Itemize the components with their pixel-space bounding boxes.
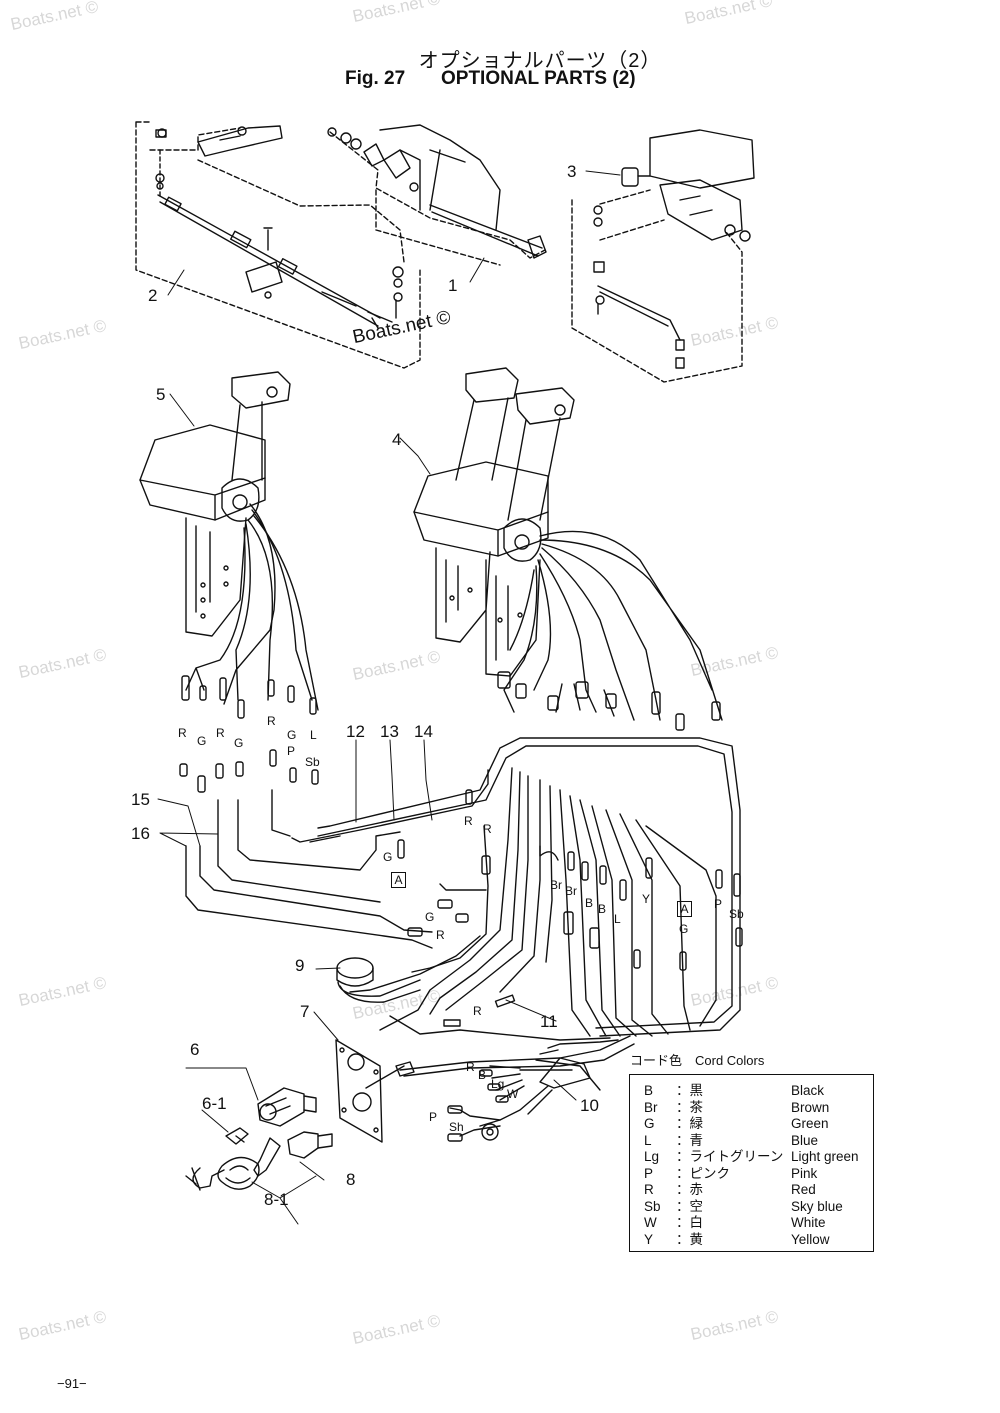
callout-6-1: 6-1	[202, 1094, 227, 1113]
part-5-single-lever-remote-control	[139, 371, 319, 711]
wire-label: B	[585, 896, 594, 910]
wire-label: Br	[550, 878, 562, 892]
callout-14: 14	[414, 722, 433, 741]
wire-label: R	[466, 1060, 475, 1074]
figure-title: OPTIONAL PARTS (2)	[441, 68, 636, 89]
part-4-dual-lever-remote-control	[413, 367, 723, 721]
page-number: −91−	[57, 1376, 87, 1391]
wire-label: Sb	[729, 907, 744, 921]
wire-label: Lg	[491, 1077, 505, 1091]
callout-2: 2	[148, 286, 158, 305]
callout-10: 10	[580, 1096, 599, 1115]
callout-5: 5	[156, 385, 166, 404]
callout-1: 1	[448, 276, 458, 295]
callout-4: 4	[392, 430, 402, 449]
wire-label: G	[287, 728, 297, 742]
wire-label: G	[383, 850, 393, 864]
wire-label: G	[197, 734, 207, 748]
wire-label: R	[464, 814, 473, 828]
wire-label: Y	[642, 892, 651, 906]
wire-label: R	[483, 822, 492, 836]
callout-15: 15	[131, 790, 150, 809]
wire-label: P	[429, 1110, 438, 1124]
part-2-linkage-assembly	[135, 121, 421, 369]
callout-16: 16	[131, 824, 150, 843]
callout-7: 7	[300, 1002, 310, 1021]
wire-label: R	[267, 714, 276, 728]
callout-9: 9	[295, 956, 305, 975]
part-1-cable-assembly	[327, 124, 547, 266]
callout-3: 3	[567, 162, 577, 181]
wiring-harness-lines	[185, 737, 741, 1141]
wire-label: R	[473, 1004, 482, 1018]
wire-label: W	[507, 1087, 519, 1101]
title-japanese: オプショナルパーツ（2）	[418, 50, 662, 72]
wire-label: B	[478, 1068, 487, 1082]
callout-13: 13	[380, 722, 399, 741]
connector-box-a: A	[391, 872, 406, 888]
wire-label: Sb	[305, 755, 320, 769]
callout-12: 12	[346, 722, 365, 741]
wire-label: R	[178, 726, 187, 740]
part-9-buzzer	[336, 957, 421, 1003]
callout-8: 8	[346, 1170, 356, 1189]
callout-8-1: 8-1	[264, 1190, 289, 1209]
part-7-mounting-plate	[335, 1039, 405, 1143]
legend-title: コード色 Cord Colors	[630, 1053, 765, 1068]
wire-label: G	[679, 922, 689, 936]
part-6-main-switch	[225, 1087, 317, 1145]
wire-label: Sh	[449, 1120, 464, 1134]
wire-end-connectors	[179, 671, 743, 1142]
wire-label: R	[216, 726, 225, 740]
wire-label: B	[598, 902, 607, 916]
part-8-stop-switch	[185, 1131, 333, 1191]
wire-label: R	[436, 928, 445, 942]
part-3-switch-assembly	[571, 129, 755, 383]
wire-label: Br	[565, 884, 577, 898]
figure-label: Fig. 27	[345, 68, 406, 89]
callout-11: 11	[540, 1012, 558, 1031]
wire-label: G	[425, 910, 435, 924]
wire-label: G	[234, 736, 244, 750]
wire-label: L	[310, 728, 317, 742]
callout-leader-lines	[157, 170, 621, 1225]
wire-label: P	[714, 897, 723, 911]
wire-label: P	[287, 744, 296, 758]
callout-6: 6	[190, 1040, 200, 1059]
connector-box-a: A	[677, 901, 692, 917]
wire-label: L	[614, 912, 621, 926]
